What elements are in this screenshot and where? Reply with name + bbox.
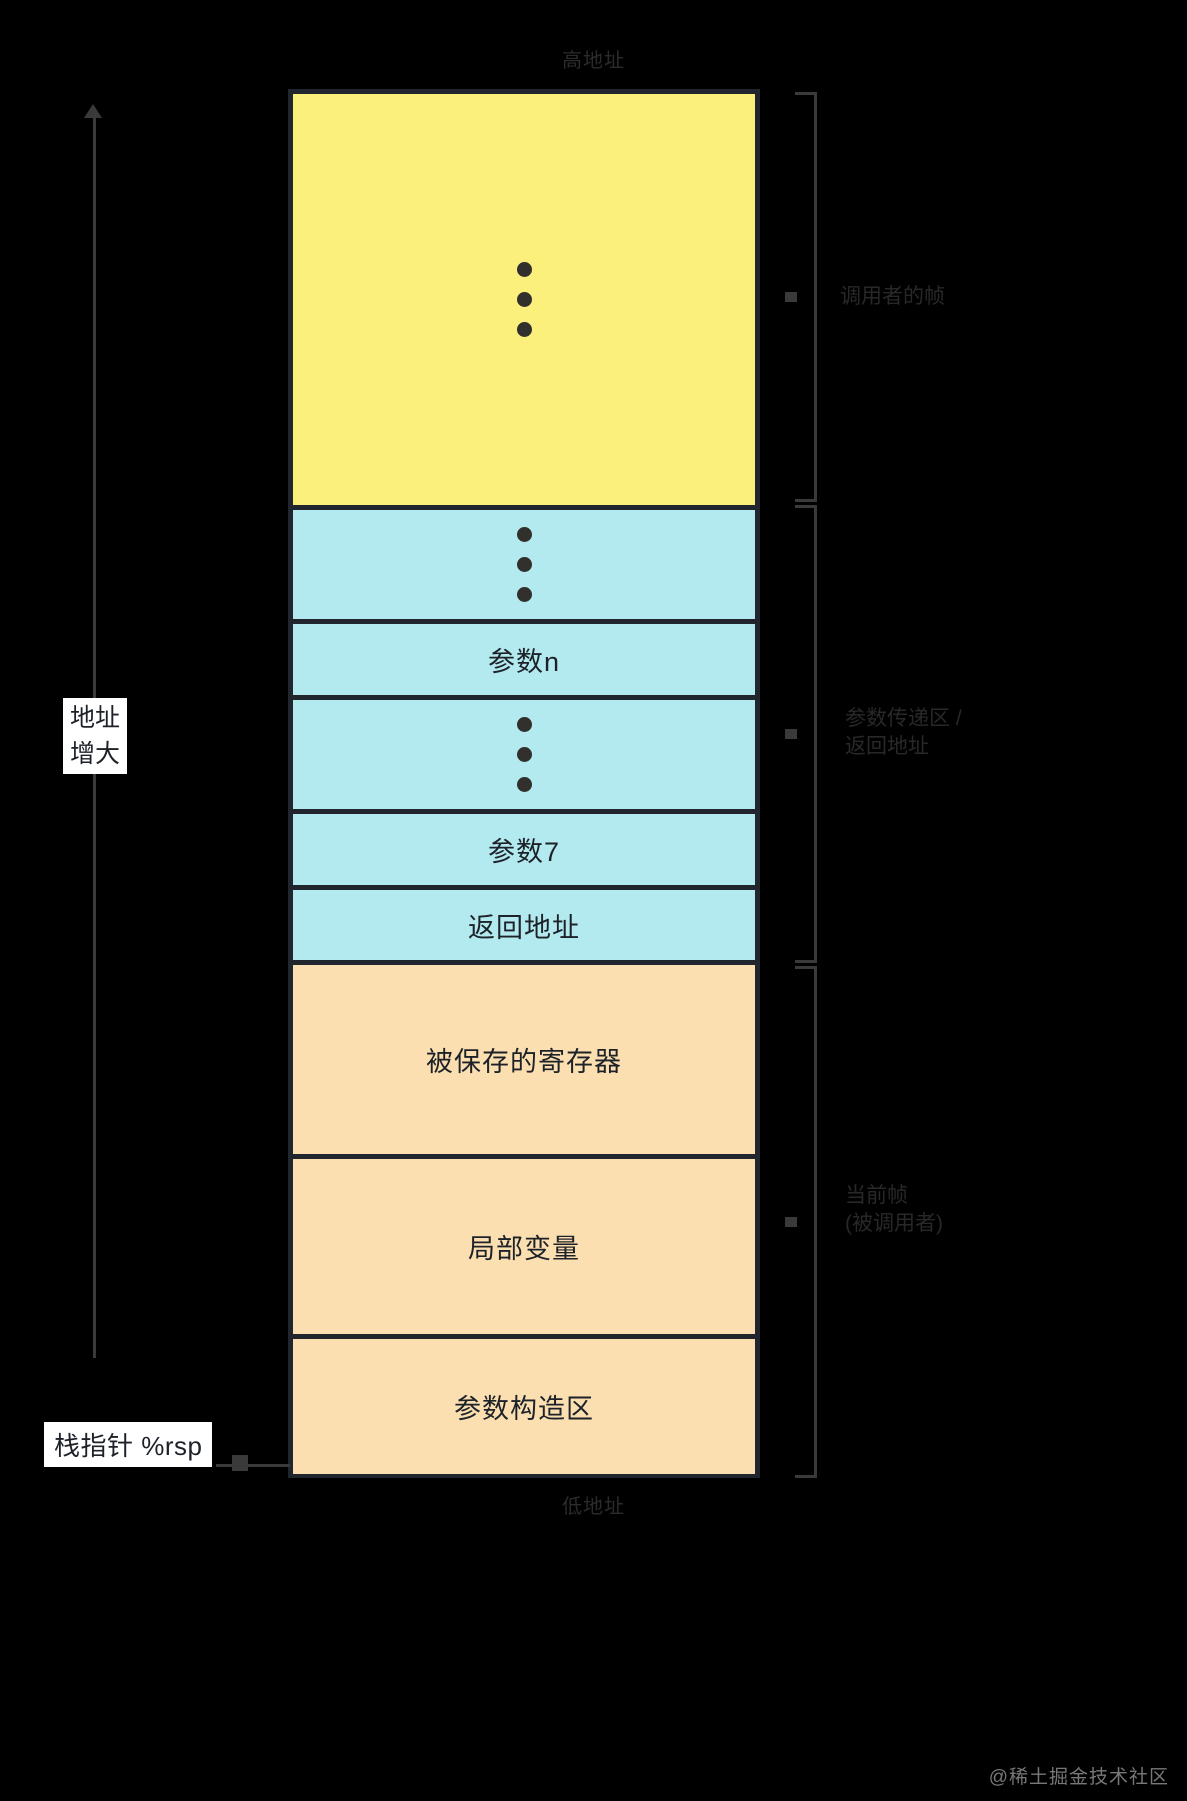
bracket-pointer-nub-icon	[785, 1217, 797, 1227]
bracket-bottom-arm	[795, 1475, 817, 1478]
cell-return-address: 返回地址	[293, 890, 755, 965]
cell-label: 局部变量	[468, 1234, 580, 1264]
stack-pointer-label: 栈指针 %rsp	[44, 1422, 213, 1467]
bracket-top-arm	[795, 966, 817, 969]
cell-label: 返回地址	[468, 912, 580, 943]
bracket-pointer-nub-icon	[785, 729, 797, 739]
bracket-pointer-nub-icon	[785, 292, 797, 302]
cell-argument-build-area: 参数构造区	[293, 1339, 755, 1474]
bracket-current-frame	[785, 966, 817, 1478]
cell-label: 参数7	[487, 837, 561, 867]
low-address-caption: 低地址	[562, 1496, 625, 1518]
bracket-caller-frame	[785, 92, 817, 502]
bracket-bottom-arm	[795, 960, 817, 963]
bracket-top-arm	[795, 92, 817, 95]
vertical-ellipsis-icon	[516, 717, 532, 792]
vertical-ellipsis-icon	[516, 527, 532, 602]
cell-saved-registers: 被保存的寄存器	[293, 965, 755, 1159]
vertical-ellipsis-icon	[516, 262, 532, 337]
cell-label: 参数n	[487, 647, 561, 677]
bracket-label-argument-area: 参数传递区 / 返回地址	[845, 707, 962, 758]
cell-local-variables: 局部变量	[293, 1159, 755, 1339]
cell-arg-ellipsis-lower	[293, 700, 755, 814]
bracket-top-arm	[795, 505, 817, 508]
address-grows-label: 地址增大	[63, 698, 127, 774]
high-address-caption: 高地址	[562, 50, 625, 72]
bracket-label-caller-frame: 调用者的帧	[840, 285, 945, 308]
cell-arg-7: 参数7	[293, 814, 755, 890]
cell-caller-frame-body	[293, 94, 755, 510]
stack-pointer-tick-icon	[232, 1455, 248, 1471]
cell-label: 参数构造区	[454, 1394, 594, 1424]
address-axis-arrow-icon	[84, 104, 102, 118]
bracket-argument-area	[785, 505, 817, 963]
cell-arg-ellipsis-upper	[293, 510, 755, 624]
cell-label: 被保存的寄存器	[426, 1047, 622, 1077]
bracket-label-current-frame: 当前帧 (被调用者)	[845, 1184, 943, 1235]
bracket-spine	[814, 505, 817, 963]
cell-arg-n: 参数n	[293, 624, 755, 700]
stack-pointer-leader-line	[216, 1464, 290, 1467]
bracket-bottom-arm	[795, 499, 817, 502]
bracket-spine	[814, 92, 817, 502]
bracket-spine	[814, 966, 817, 1478]
stack-column: 参数n 参数7 返回地址 被保存的寄存器 局部变量 参数构造区	[288, 89, 760, 1478]
watermark: @稀土掘金技术社区	[988, 1767, 1169, 1788]
